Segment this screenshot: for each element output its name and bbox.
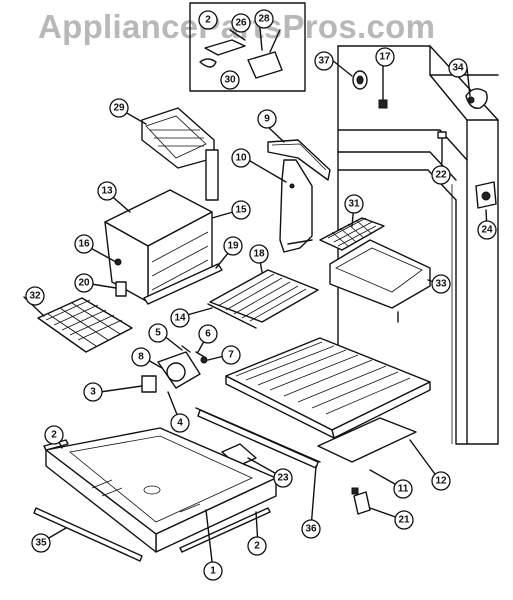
svg-text:36: 36: [305, 524, 317, 535]
part-17-stud: [378, 65, 388, 109]
callout-29: 29: [109, 98, 129, 118]
part-24-control: [475, 181, 497, 209]
callout-35: 35: [31, 533, 51, 553]
svg-text:10: 10: [235, 153, 247, 164]
svg-text:2: 2: [254, 541, 260, 552]
callout-33: 33: [431, 274, 451, 294]
callout-7: 7: [221, 345, 241, 365]
svg-text:7: 7: [228, 350, 234, 361]
svg-text:35: 35: [35, 538, 47, 549]
svg-text:12: 12: [435, 476, 447, 487]
callout-36: 36: [301, 519, 321, 539]
svg-text:37: 37: [318, 56, 330, 67]
svg-text:2: 2: [51, 430, 57, 441]
svg-text:5: 5: [155, 328, 161, 339]
callout-20: 20: [74, 273, 94, 293]
fan-assembly: [141, 345, 208, 393]
svg-text:8: 8: [138, 352, 144, 363]
part-34-lamp: [465, 88, 488, 109]
part-37-ring: [352, 70, 368, 90]
callout-10: 10: [231, 148, 251, 168]
svg-text:9: 9: [264, 114, 270, 125]
callout-28: 28: [254, 9, 274, 29]
callout-12: 12: [431, 471, 451, 491]
svg-text:33: 33: [435, 279, 447, 290]
callout-15: 15: [231, 200, 251, 220]
svg-text:24: 24: [481, 225, 493, 236]
callout-2-left: 2: [44, 425, 64, 445]
callout-4: 4: [170, 413, 190, 433]
callout-8: 8: [131, 347, 151, 367]
callout-16: 16: [74, 234, 94, 254]
part-1-lower-tray: [45, 427, 277, 553]
callout-34: 34: [448, 58, 468, 78]
callout-11: 11: [393, 479, 413, 499]
svg-text:34: 34: [452, 63, 464, 74]
callout-9: 9: [257, 109, 277, 129]
callout-18: 18: [249, 244, 269, 264]
svg-text:19: 19: [227, 241, 239, 252]
svg-text:28: 28: [258, 14, 270, 25]
part-33-bin: [329, 239, 431, 309]
part-35-rail: [33, 507, 143, 562]
callout-30: 30: [220, 70, 240, 90]
svg-text:32: 32: [29, 291, 41, 302]
svg-text:2: 2: [205, 15, 211, 26]
svg-text:15: 15: [235, 205, 247, 216]
part-19-rail: [143, 263, 223, 305]
callout-31: 31: [344, 194, 364, 214]
part-32-grille: [37, 297, 133, 353]
callout-5: 5: [148, 323, 168, 343]
callout-6: 6: [198, 324, 218, 344]
part-21-clip: [351, 487, 371, 515]
callout-3: 3: [83, 382, 103, 402]
callout-21: 21: [394, 510, 414, 530]
part-2-rails: [43, 439, 271, 553]
callout-2-bottom: 2: [247, 536, 267, 556]
svg-text:14: 14: [174, 313, 186, 324]
part-31-ice-tray: [319, 217, 385, 251]
svg-text:4: 4: [177, 418, 183, 429]
svg-text:23: 23: [277, 473, 289, 484]
callout-1: 1: [203, 561, 223, 581]
svg-text:20: 20: [78, 278, 90, 289]
svg-text:22: 22: [435, 170, 447, 181]
svg-text:31: 31: [348, 199, 360, 210]
callout-17: 17: [375, 47, 395, 67]
callout-14: 14: [170, 308, 190, 328]
callout-23: 23: [273, 468, 293, 488]
svg-text:29: 29: [113, 103, 125, 114]
svg-text:21: 21: [398, 515, 410, 526]
part-9-10-duct: [267, 139, 331, 253]
callout-24: 24: [477, 220, 497, 240]
callout-37: 37: [314, 51, 334, 71]
svg-text:17: 17: [379, 52, 391, 63]
callout-32: 32: [25, 286, 45, 306]
part-22-clip: [437, 131, 447, 161]
svg-text:1: 1: [210, 566, 216, 577]
callout-13: 13: [97, 181, 117, 201]
part-12-glass-shelf: [225, 337, 431, 439]
callout-19: 19: [223, 236, 243, 256]
svg-text:30: 30: [224, 75, 236, 86]
callout-2-inset: 2: [198, 10, 218, 30]
svg-text:26: 26: [235, 18, 247, 29]
part-20-bracket: [115, 281, 127, 297]
callout-26: 26: [231, 13, 251, 33]
svg-text:6: 6: [205, 329, 211, 340]
svg-text:3: 3: [90, 387, 96, 398]
part-18-wire-shelf: [207, 269, 319, 329]
part-29-cover: [141, 107, 219, 201]
svg-text:13: 13: [101, 186, 113, 197]
inset-detail-box: [189, 2, 306, 92]
svg-text:18: 18: [253, 249, 265, 260]
svg-text:11: 11: [398, 484, 409, 495]
callout-22: 22: [431, 165, 451, 185]
svg-text:16: 16: [78, 239, 90, 250]
